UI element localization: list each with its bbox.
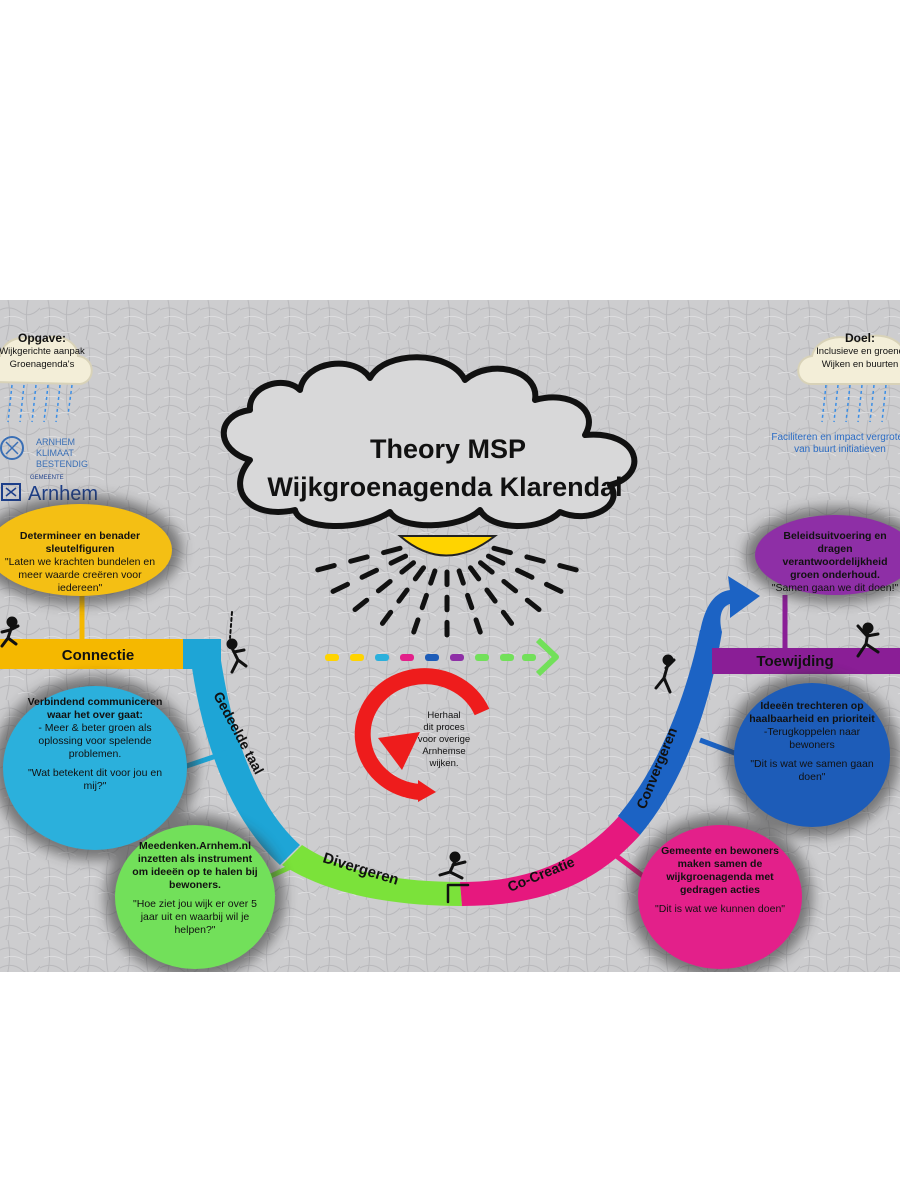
loop-text-2: dit proces [423, 722, 464, 733]
klimaat-line-1: ARNHEM [36, 437, 75, 447]
green-blob-bold: Meedenken.Arnhem.nl inzetten als instrum… [132, 840, 258, 891]
climber-icon [226, 611, 248, 674]
magenta-blob-text: Gemeente en bewoners maken samen de wijk… [650, 845, 790, 916]
purple-blob [755, 515, 900, 595]
right-cloud-line-1: Inclusieve en groene [816, 346, 900, 357]
green-blob-text: Meedenken.Arnhem.nl inzetten als instrum… [130, 840, 260, 937]
co-creatie-bar [460, 815, 640, 906]
sun-icon [397, 535, 498, 557]
right-cloud-line-2: Wijken en buurten [821, 359, 899, 370]
right-note-line-1: Faciliteren en impact vergroten [771, 432, 900, 443]
dotted-arrow-icon [325, 637, 559, 677]
klimaat-line-2: KLIMAAT [36, 448, 74, 458]
cloud-icon-left [0, 335, 93, 386]
magenta-blob-quote: "Dit is wat we kunnen doen" [654, 903, 786, 915]
right-note-line-2: van buurt initiatieven [794, 444, 886, 455]
cyan-blob-body: - Meer & beter groen als oplossing voor … [38, 722, 152, 760]
purple-blob-body: "Samen gaan we dit doen!" [771, 582, 899, 594]
green-blob [115, 825, 275, 969]
loop-arrow-icon [354, 668, 490, 802]
cyan-blob-quote: "Wat betekent dit voor jou en mij?" [27, 767, 163, 792]
connectie-label: Connectie [62, 647, 135, 664]
loop-text-3: voor overige [418, 734, 470, 745]
navy-blob-quote: "Dit is wat we samen gaan doen" [750, 758, 874, 783]
left-cloud-line-1: Wijkgerichte aanpak [0, 346, 85, 357]
runner-icon [0, 616, 20, 648]
navy-blob-body: -Terugkoppelen naar bewoners [763, 726, 861, 751]
purple-blob-text: Beleidsuitvoering en dragen verantwoorde… [770, 530, 900, 595]
magenta-blob [638, 825, 802, 969]
navy-blob-text: Ideeën trechteren op haalbaarheid en pri… [748, 700, 876, 784]
left-cloud-line-2: Groenagenda's [9, 359, 75, 370]
cyan-blob-bold: Verbindend communiceren waar het over ga… [27, 696, 163, 721]
left-cloud-text: Opgave: Wijkgerichte aanpak Groenagenda'… [0, 332, 92, 371]
toewijding-bar [712, 648, 900, 674]
sun-rays-icon [315, 545, 579, 638]
title-line-1: Theory MSP [370, 434, 526, 464]
navy-blob [734, 683, 890, 827]
hurdler-icon [438, 851, 470, 904]
navy-blob-bold: Ideeën trechteren op haalbaarheid en pri… [749, 700, 875, 725]
cheering-person-icon [856, 622, 880, 658]
rain-icon-left [7, 384, 73, 423]
klimaat-line-3: BESTENDIG [36, 459, 88, 469]
convergeren-bar [618, 630, 722, 835]
cyan-blob [3, 686, 187, 850]
diagram-canvas: Connectie Gedeelde taal Divergeren Co-Cr… [0, 300, 900, 972]
loop-text-4: Arnhemse [422, 746, 465, 757]
loop-text-1: Herhaal [427, 710, 460, 721]
yellow-blob-bold: Determineer en benader sleutelfiguren [19, 530, 141, 555]
right-note: Faciliteren en impact vergroten van buur… [755, 432, 900, 456]
left-cloud-heading: Opgave: [17, 331, 66, 345]
climber-right-icon [654, 654, 676, 694]
cyan-blob-text: Verbindend communiceren waar het over ga… [25, 696, 165, 793]
klimaat-logo-icon [0, 436, 24, 460]
rain-icon-right [821, 384, 887, 423]
magenta-blob-bold: Gemeente en bewoners maken samen de wijk… [661, 845, 779, 896]
title-cloud-icon [220, 354, 638, 530]
convergeren-arrow [700, 576, 760, 632]
title-line-2: Wijkgroenagenda Klarendal [267, 472, 622, 502]
cloud-icon-right [797, 334, 900, 385]
gemeente-logo-icon [1, 483, 21, 501]
toewijding-label: Toewijding [756, 653, 833, 670]
yellow-blob-text: Determineer en benader sleutelfiguren "L… [0, 530, 162, 595]
gedeelde-taal-bar [190, 654, 300, 865]
yellow-blob-body: "Laten we krachten bundelen en meer waar… [4, 556, 156, 594]
purple-blob-bold: Beleidsuitvoering en dragen verantwoorde… [782, 530, 888, 581]
right-cloud-heading: Doel: [845, 331, 875, 345]
gemeente-small: GEMEENTE [30, 475, 64, 481]
green-blob-quote: "Hoe ziet jou wijk er over 5 jaar uit en… [133, 898, 257, 936]
right-cloud-text: Doel: Inclusieve en groene Wijken en buu… [800, 332, 900, 371]
connectie-bar [0, 639, 186, 669]
diagram-svg: Connectie Gedeelde taal Divergeren Co-Cr… [0, 300, 900, 972]
yellow-blob [0, 504, 172, 596]
divergeren-bar [282, 845, 462, 906]
loop-text-5: wijken. [428, 758, 458, 769]
